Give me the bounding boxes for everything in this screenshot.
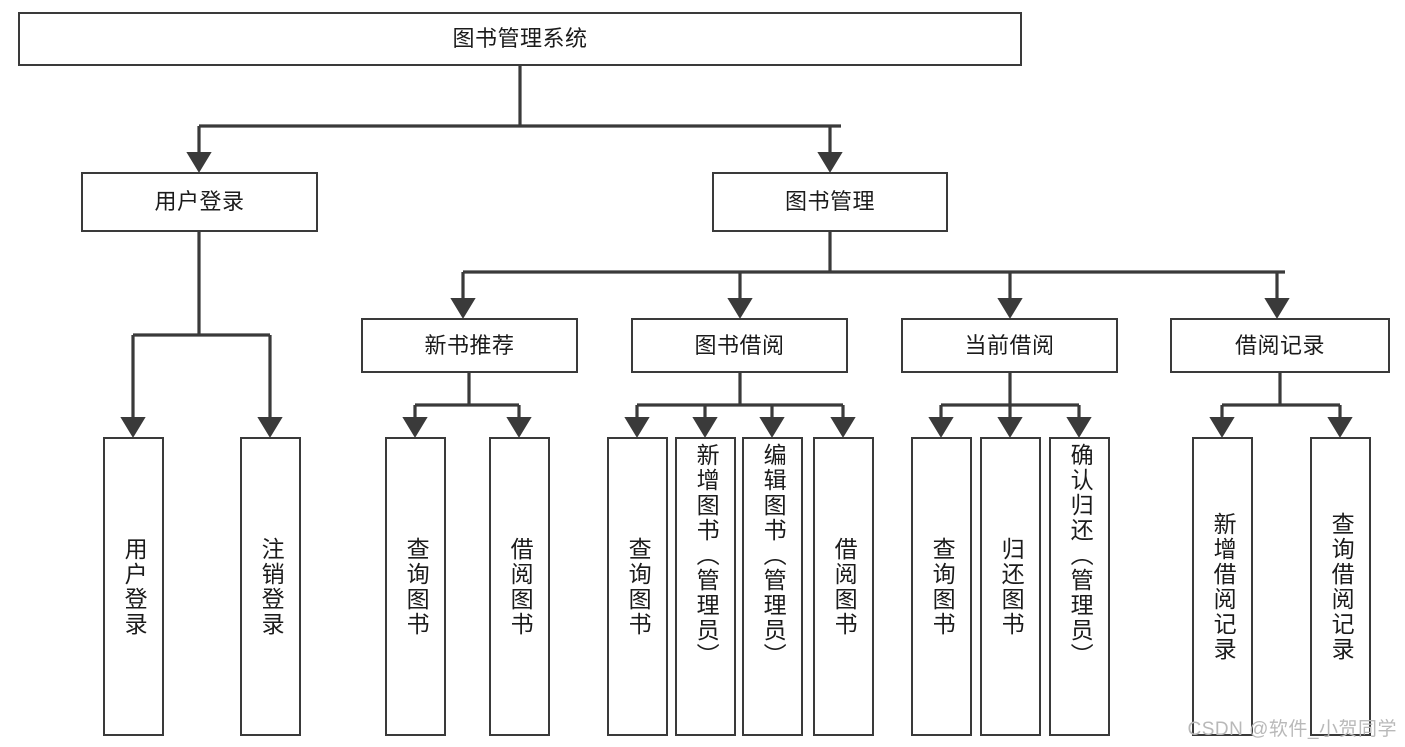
node-label: 查询图书 (403, 536, 430, 637)
node-label: 查询借阅记录 (1328, 511, 1355, 662)
node-leaf-borrow-record-add-record[interactable]: 新增借阅记录 (1192, 437, 1253, 736)
node-label: 借阅图书 (831, 536, 858, 637)
node-label: 图书管理系统 (452, 26, 588, 52)
node-leaf-new-book-query-book[interactable]: 查询图书 (385, 437, 446, 736)
node-leaf-book-borrow-query-book[interactable]: 查询图书 (607, 437, 668, 736)
node-leaf-user-login-logout[interactable]: 注销登录 (240, 437, 301, 736)
node-label: 借阅记录 (1234, 332, 1325, 358)
node-leaf-current-borrow-query-book[interactable]: 查询图书 (911, 437, 972, 736)
node-leaf-current-borrow-return-book[interactable]: 归还图书 (980, 437, 1041, 736)
node-label: 新增借阅记录 (1210, 511, 1237, 662)
node-label: 确认归还（管理员） (1067, 443, 1094, 668)
node-leaf-book-borrow-edit-book-admin[interactable]: 编辑图书（管理员） (742, 437, 803, 736)
node-label: 新书推荐 (424, 332, 515, 358)
node-label: 编辑图书（管理员） (760, 443, 787, 668)
node-label: 图书管理 (784, 189, 875, 215)
node-leaf-current-borrow-confirm-return-admin[interactable]: 确认归还（管理员） (1049, 437, 1110, 736)
node-user-login[interactable]: 用户登录 (81, 172, 318, 232)
node-leaf-book-borrow-add-book-admin[interactable]: 新增图书（管理员） (675, 437, 736, 736)
node-borrow-record[interactable]: 借阅记录 (1170, 318, 1390, 373)
node-leaf-book-borrow-borrow-book[interactable]: 借阅图书 (813, 437, 874, 736)
node-label: 用户登录 (154, 189, 245, 215)
node-label: 图书借阅 (694, 332, 785, 358)
node-label: 用户登录 (121, 536, 148, 637)
node-label: 查询图书 (625, 536, 652, 637)
node-leaf-new-book-borrow-book[interactable]: 借阅图书 (489, 437, 550, 736)
node-root-book-management-system[interactable]: 图书管理系统 (18, 12, 1022, 66)
node-leaf-borrow-record-query-record[interactable]: 查询借阅记录 (1310, 437, 1371, 736)
node-label: 归还图书 (998, 536, 1025, 637)
node-label: 查询图书 (929, 536, 956, 637)
node-label: 注销登录 (258, 536, 285, 637)
node-label: 借阅图书 (507, 536, 534, 637)
node-new-book-recommend[interactable]: 新书推荐 (361, 318, 578, 373)
csdn-watermark: CSDN @软件_小贺同学 (1187, 719, 1397, 740)
node-book-management[interactable]: 图书管理 (712, 172, 948, 232)
node-leaf-user-login-login[interactable]: 用户登录 (103, 437, 164, 736)
node-book-borrow[interactable]: 图书借阅 (631, 318, 848, 373)
node-label: 新增图书（管理员） (693, 443, 720, 668)
node-label: 当前借阅 (964, 332, 1055, 358)
node-current-borrow[interactable]: 当前借阅 (901, 318, 1118, 373)
